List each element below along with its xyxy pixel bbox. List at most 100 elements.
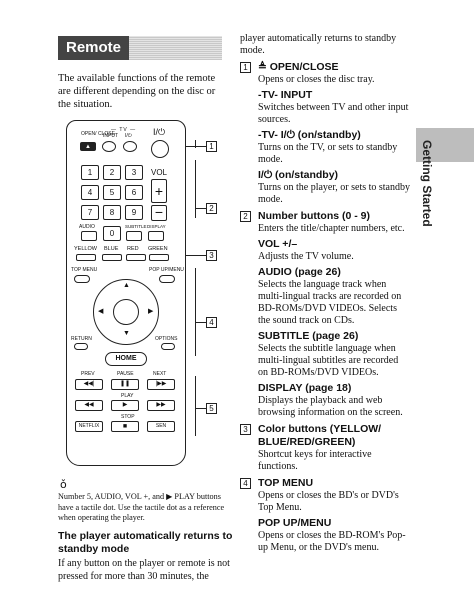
blue-button[interactable] [102, 254, 122, 261]
return-button[interactable] [74, 343, 88, 350]
callout-5-bracket [195, 376, 196, 436]
item-desc: Shortcut keys for interactive functions. [258, 449, 372, 472]
pause-button[interactable]: ❚❚ [111, 379, 139, 390]
display-button[interactable] [148, 231, 164, 241]
green-button[interactable] [149, 254, 169, 261]
digit-3-button[interactable]: 3 [125, 165, 143, 180]
vol-down-button[interactable]: − [151, 205, 167, 221]
function-item-2: 2 Number buttons (0 - 9) [240, 210, 410, 223]
pause-icon: ❚❚ [119, 381, 131, 387]
callout-1-line [186, 146, 206, 147]
callout-5-line [195, 408, 206, 409]
digit-2-button[interactable]: 2 [103, 165, 121, 180]
digit-9-button[interactable]: 9 [125, 205, 143, 220]
yellow-button[interactable] [76, 254, 96, 261]
return-label: RETURN [71, 336, 92, 342]
rewind-button[interactable]: ◀◀ [75, 400, 103, 411]
options-label: OPTIONS [155, 336, 178, 342]
sub-title: VOL +/– [258, 238, 298, 250]
digit-6-button[interactable]: 6 [125, 185, 143, 200]
popup-menu-button[interactable] [159, 275, 175, 283]
standby-body: If any button on the player or remote is… [58, 558, 230, 582]
callout-3-line [186, 255, 206, 256]
callout-1-bracket [195, 140, 196, 148]
top-menu-button[interactable] [74, 275, 90, 283]
callout-5: 5 [206, 403, 217, 414]
tv-power-button[interactable] [123, 141, 137, 152]
power-button[interactable] [151, 140, 169, 158]
enter-button[interactable] [113, 299, 139, 325]
sub-desc: Turns on the player, or sets to standby … [258, 182, 410, 205]
red-button[interactable] [126, 254, 146, 261]
item-number: 4 [240, 478, 251, 489]
side-tab-label: Getting Started [420, 140, 434, 227]
yellow-label: YELLOW [74, 246, 97, 252]
stop-button[interactable]: ■ [111, 421, 139, 432]
audio-label: AUDIO [79, 224, 95, 230]
callout-4-bracket [195, 268, 196, 356]
sub-title: POP UP/MENU [258, 517, 332, 529]
power-label: I/⏻ [153, 127, 166, 137]
audio-button[interactable] [81, 231, 97, 241]
display-label: DISPLAY [147, 224, 166, 229]
next-label: NEXT [153, 371, 167, 377]
pause-label: PAUSE [117, 371, 134, 377]
digit-7-button[interactable]: 7 [81, 205, 99, 220]
callout-3: 3 [206, 250, 217, 261]
sub-desc: Switches between TV and other input sour… [258, 102, 409, 125]
digit-8-button[interactable]: 8 [103, 205, 121, 220]
sub-title: -TV- INPUT [258, 89, 313, 101]
rewind-icon: ◀◀ [84, 402, 94, 408]
down-arrow-icon: ▼ [123, 330, 130, 337]
home-button[interactable]: HOME [105, 352, 147, 366]
digit-1-button[interactable]: 1 [81, 165, 99, 180]
netflix-button[interactable]: NETFLIX [75, 421, 103, 432]
nav-ring[interactable] [93, 279, 159, 345]
sub-desc: Turns on the TV, or sets to standby mode… [258, 142, 398, 165]
open-close-button[interactable]: ▲ [80, 142, 96, 151]
sub-title: DISPLAY (page 18) [258, 382, 352, 394]
intro-text: The available functions of the remote ar… [58, 73, 216, 110]
section-title: Remote [58, 36, 130, 60]
callout-1: 1 [206, 141, 217, 152]
vol-label: VOL [151, 168, 168, 177]
function-item-1: 1 ≜ OPEN/CLOSE [240, 61, 410, 74]
sub-desc: Adjusts the TV volume. [258, 251, 354, 262]
play-button[interactable]: ▶ [111, 400, 139, 411]
function-item-4: 4 TOP MENU [240, 477, 410, 490]
item-desc: Opens or closes the disc tray. [258, 74, 375, 85]
prev-button[interactable]: ◀◀| [75, 379, 103, 390]
tv-power-label: I/⏻ [125, 133, 132, 139]
sub-title: I/⏻ (on/standby) [258, 169, 339, 181]
digit-0-button[interactable]: 0 [103, 226, 121, 241]
digit-5-button[interactable]: 5 [103, 185, 121, 200]
function-list: player automatically returns to standby … [240, 33, 410, 554]
input-button[interactable] [102, 141, 116, 152]
options-button[interactable] [161, 343, 175, 350]
tip-icon: ǒ [60, 478, 67, 491]
next-icon: |▶▶ [155, 381, 167, 387]
standby-heading: The player automatically returns to stan… [58, 530, 233, 555]
vol-up-button[interactable]: + [151, 179, 167, 203]
green-label: GREEN [148, 246, 168, 252]
blue-label: BLUE [104, 246, 119, 252]
item-number: 1 [240, 62, 251, 73]
play-icon: ▶ [122, 402, 128, 408]
subtitle-button[interactable] [126, 231, 142, 241]
prev-label: PREV [81, 371, 95, 377]
callout-4-line [195, 322, 206, 323]
sen-button[interactable]: SEN [147, 421, 175, 432]
stop-label: STOP [121, 414, 135, 420]
top-menu-label: TOP MENU [71, 267, 98, 273]
stop-icon: ■ [122, 423, 128, 430]
tactile-note: Number 5, AUDIO, VOL +, and ▶ PLAY butto… [58, 492, 225, 522]
item-title: Number buttons (0 - 9) [258, 210, 370, 222]
prev-icon: ◀◀| [83, 381, 95, 387]
next-button[interactable]: |▶▶ [147, 379, 175, 390]
play-label: PLAY [121, 393, 134, 399]
subtitle-label: SUBTITLE [125, 224, 147, 229]
forward-button[interactable]: ▶▶ [147, 400, 175, 411]
digit-4-button[interactable]: 4 [81, 185, 99, 200]
red-label: RED [127, 246, 139, 252]
popup-menu-label: POP UP/MENU [149, 267, 184, 273]
